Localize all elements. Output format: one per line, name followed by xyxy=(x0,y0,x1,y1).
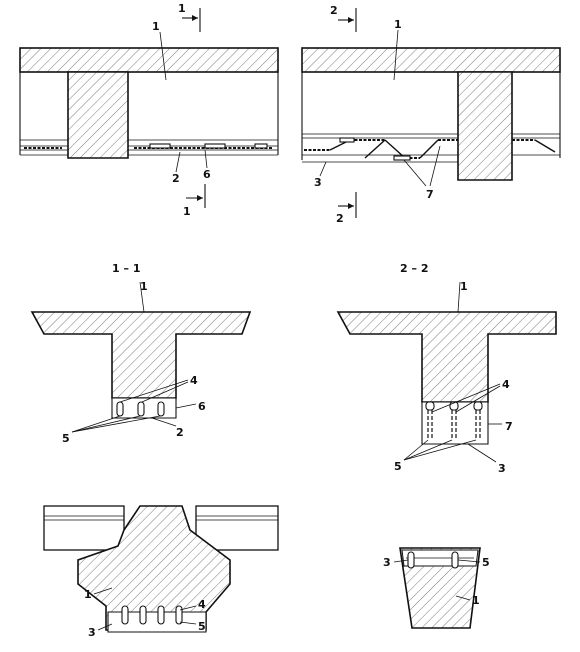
label-2: 2 xyxy=(176,426,184,439)
label-3: 3 xyxy=(88,626,96,639)
bar-3 xyxy=(407,551,415,569)
bar-5 xyxy=(451,551,459,569)
section-title-2-2: 2 – 2 xyxy=(400,262,428,275)
t-beam-1-1 xyxy=(30,311,252,399)
section-marker-1-bottom xyxy=(186,184,206,208)
section-marker-2-top xyxy=(338,8,357,32)
label-4: 4 xyxy=(190,374,198,387)
label-6: 6 xyxy=(198,400,206,413)
label-2: 2 xyxy=(172,172,180,185)
section-2-2: 2 – 2 1 4 7 5 3 xyxy=(336,262,557,475)
label-3: 3 xyxy=(314,176,322,189)
view-left-elevation: 1 1 1 2 6 xyxy=(19,2,279,218)
label-1: 1 xyxy=(460,280,468,293)
label-5: 5 xyxy=(198,620,206,633)
section-marker-2-bottom xyxy=(338,192,357,218)
label-4: 4 xyxy=(198,598,206,611)
section-1-1: 1 – 1 1 4 6 5 2 xyxy=(30,262,252,445)
label-1: 1 xyxy=(152,20,160,33)
label-5: 5 xyxy=(394,460,402,473)
label-7: 7 xyxy=(426,188,434,201)
rib-right xyxy=(457,71,513,181)
cut-label-1-bottom: 1 xyxy=(183,205,191,218)
anchor-bars-bottom xyxy=(121,605,183,625)
label-5: 5 xyxy=(482,556,490,569)
section-title-1-1: 1 – 1 xyxy=(112,262,140,275)
cut-label-2-top: 2 xyxy=(330,4,338,17)
label-3: 3 xyxy=(383,556,391,569)
label-7: 7 xyxy=(505,420,513,433)
anchor-bars-4 xyxy=(116,401,165,417)
anchor-bars-4-2 xyxy=(425,401,483,440)
label-4: 4 xyxy=(502,378,510,391)
label-1: 1 xyxy=(84,588,92,601)
view-right-elevation: 2 2 1 3 7 xyxy=(301,4,561,225)
inclined-bars-7 xyxy=(304,137,556,161)
label-1: 1 xyxy=(140,280,148,293)
view-bottom-left: 1 4 5 3 xyxy=(43,505,279,639)
slab-top-right xyxy=(301,47,561,73)
rib-left xyxy=(67,71,129,159)
label-3: 3 xyxy=(498,462,506,475)
cut-label-2-bottom: 2 xyxy=(336,212,344,225)
section-marker-1-top xyxy=(182,8,201,32)
label-6: 6 xyxy=(203,168,211,181)
t-beam-2-2 xyxy=(336,311,557,403)
label-1: 1 xyxy=(472,594,480,607)
cut-label-1-top: 1 xyxy=(178,2,186,15)
slab-top-left xyxy=(19,47,279,73)
trapezoid-section xyxy=(399,547,481,629)
label-5: 5 xyxy=(62,432,70,445)
view-bottom-right: 3 5 1 xyxy=(383,547,490,629)
reinforcement-bars-6 xyxy=(24,143,272,149)
label-1: 1 xyxy=(394,18,402,31)
